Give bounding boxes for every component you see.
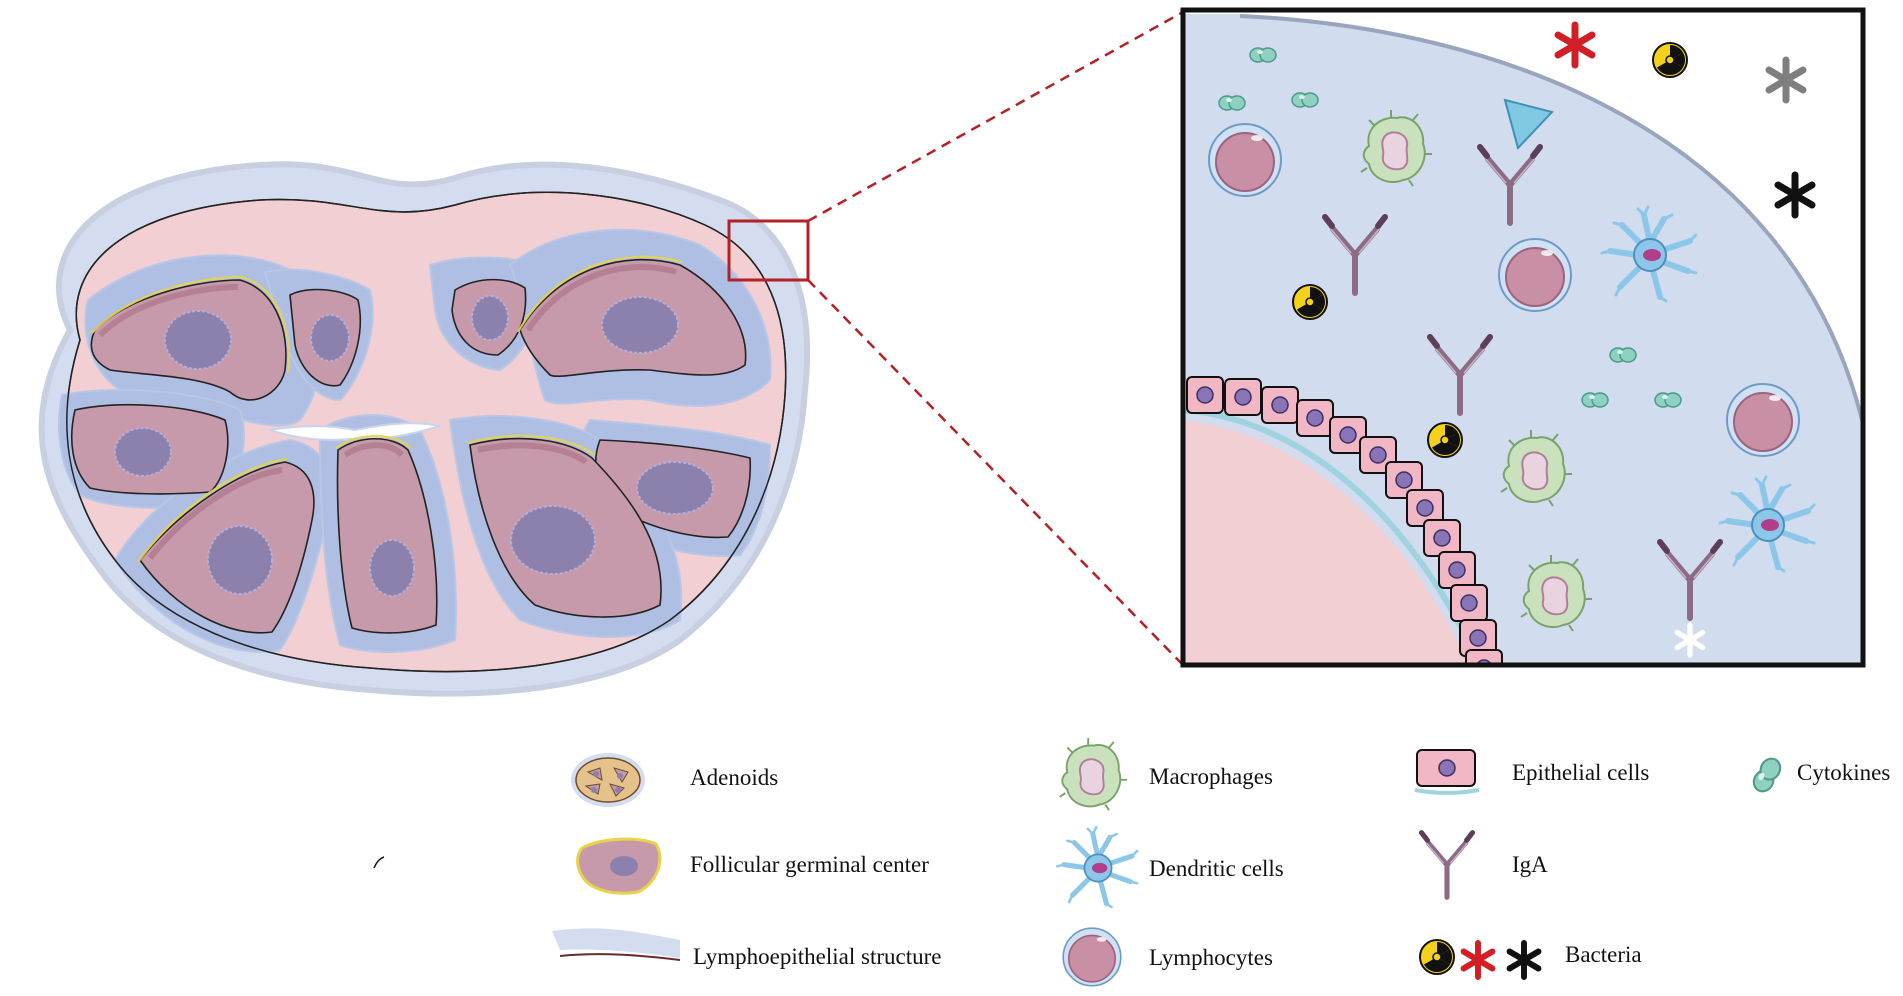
crypt-lumen <box>269 422 441 441</box>
cytokine-icon <box>1749 754 1785 796</box>
inset-panel <box>1180 7 1866 668</box>
legend-macrophages: Macrophages <box>1149 764 1273 789</box>
legend-follicular-germinal-center: Follicular germinal center <box>690 852 929 877</box>
legend-dendritic-cells: Dendritic cells <box>1149 856 1284 881</box>
germinal-centers <box>114 295 714 597</box>
iga-icon <box>1422 833 1473 898</box>
legend-bacteria: Bacteria <box>1565 942 1642 967</box>
legend-iga: IgA <box>1512 852 1548 877</box>
dendritic-cell-icon <box>1057 827 1137 907</box>
zoom-connector-top <box>807 10 1184 223</box>
subepithelial-tissue <box>1183 420 1470 665</box>
adenoid-cross-section <box>38 161 811 697</box>
legend-adenoids: Adenoids <box>690 765 779 790</box>
adenoid-icon <box>571 753 645 807</box>
zoom-box <box>727 219 810 282</box>
lymphoepithelial-icon <box>552 928 681 961</box>
legend-lymphocytes: Lymphocytes <box>1149 945 1273 970</box>
follicle-icon <box>576 837 662 895</box>
legend-icons <box>373 737 1785 987</box>
bacteria-icon <box>1419 939 1538 977</box>
epithelial-cell-icon <box>1414 749 1480 795</box>
zoom-connector-bottom <box>807 279 1184 666</box>
follicle <box>336 438 438 634</box>
macrophage-icon <box>1058 737 1129 812</box>
basement-membrane <box>1183 407 1483 665</box>
legend-lymphoepithelial-structure: Lymphoepithelial structure <box>693 944 942 969</box>
legend-cytokines: Cytokines <box>1797 760 1891 785</box>
lymphocyte-icon <box>1062 927 1122 987</box>
antigen-triangle <box>1503 98 1554 150</box>
legend-epithelial-cells: Epithelial cells <box>1512 760 1650 785</box>
